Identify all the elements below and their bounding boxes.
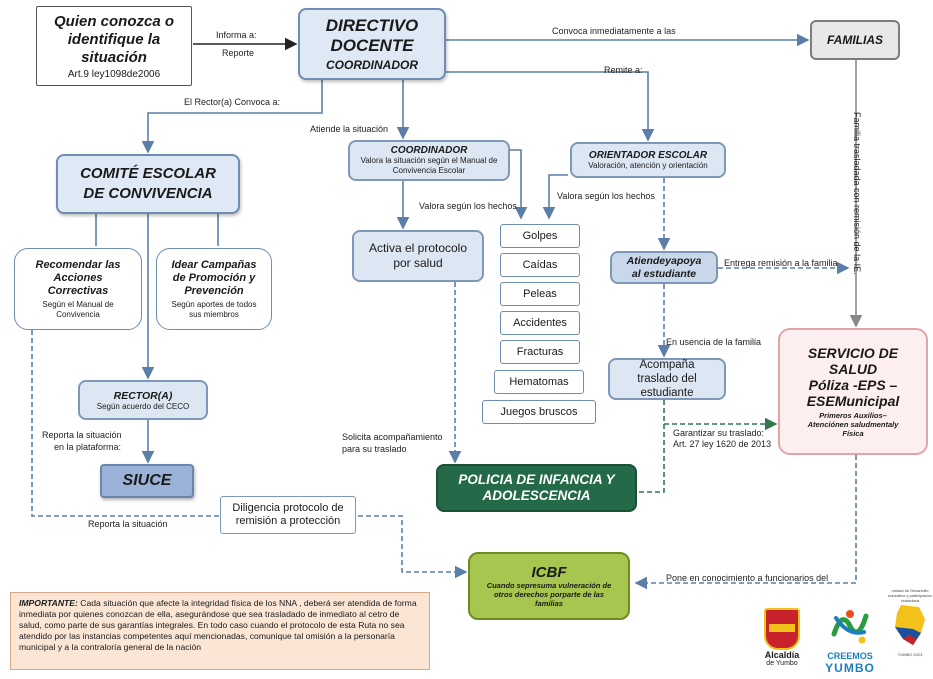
reporter-law: Art.9 ley1098de2006 [67, 68, 161, 80]
directivo-title: DIRECTIVO DOCENTE [325, 16, 419, 55]
hecho-label: Peleas [523, 288, 557, 300]
acompana-title: Acompaña traslado del estudiante [637, 359, 697, 399]
alcaldia-shield-icon [764, 608, 800, 650]
hecho-label: Hematomas [509, 376, 569, 388]
atiende-title: Atiendeyapoya al estudiante [626, 254, 702, 280]
salud-desc: Primeros Auxilios–Atenciónen saludmental… [807, 411, 899, 438]
hecho-item: Juegos bruscos [482, 400, 596, 424]
hecho-item: Caídas [500, 253, 580, 277]
familias-box: FAMILIAS [810, 20, 900, 60]
hecho-label: Juegos bruscos [500, 406, 578, 418]
alcaldia-text-1: Alcaldía [764, 650, 800, 660]
label-informa: Informa a: [216, 30, 257, 40]
orientador-desc: Valoración, atención y orientación [588, 161, 708, 170]
servicio-salud-box: SERVICIO DE SALUD Póliza -EPS – ESEMunic… [778, 328, 928, 455]
rector-desc: Según acuerdo del CECO [96, 401, 190, 411]
hecho-item: Peleas [500, 282, 580, 306]
hecho-item: Accidentes [500, 311, 580, 335]
label-reporta-plataforma-2: en la plataforma: [54, 442, 122, 452]
directivo-docente-box: DIRECTIVO DOCENTE COORDINADOR [298, 8, 446, 80]
idear-box: Idear Campañas de Promoción y Prevención… [156, 248, 272, 330]
important-text: IMPORTANTE: Cada situación que afecte la… [19, 598, 421, 653]
creemos-swirl-icon [831, 610, 869, 644]
label-pone: Pone en conocimiento a funcionarios del [666, 573, 829, 583]
educacion-logo: unidad de Desarrollo educativo y partici… [888, 588, 932, 676]
acompana-box: Acompaña traslado del estudiante [608, 358, 726, 400]
coordinador-desc: Valora la situación según el Manual de C… [360, 156, 498, 175]
orientador-title: ORIENTADOR ESCOLAR [588, 150, 708, 161]
label-rector-convoca: El Rector(a) Convoca a: [184, 97, 281, 107]
coordinador-box: COORDINADOR Valora la situación según el… [348, 140, 510, 181]
creemos-yumbo-logo: CREEMOS YUMBO [820, 606, 880, 675]
activa-protocolo-box: Activa el protocolo por salud [352, 230, 484, 282]
recomendar-box: Recomendar las Acciones Correctivas Segú… [14, 248, 142, 330]
coordinador-title: COORDINADOR [390, 145, 468, 156]
label-convoca-familias: Convoca inmediatamente a las [552, 26, 676, 36]
alcaldia-text-2: de Yumbo [766, 660, 798, 667]
siuce-box: SIUCE [100, 464, 194, 498]
salud-title: SERVICIO DE SALUD [807, 345, 899, 377]
salud-sub: Póliza -EPS – ESEMunicipal [806, 377, 900, 409]
important-body: Cada situación que afecte la integridad … [19, 598, 417, 652]
rector-box: RECTOR(A) Según acuerdo del CECO [78, 380, 208, 420]
icbf-desc: Cuando sepresuma vulneración de otros de… [486, 581, 612, 608]
hecho-label: Caídas [522, 259, 558, 271]
icbf-title: ICBF [531, 564, 567, 581]
edu-bottom: YUMBO 2023 [897, 652, 923, 657]
alcaldia-yumbo-logo: Alcaldía de Yumbo [758, 608, 806, 674]
label-solicita-1: Solicita acompañamiento [342, 432, 443, 442]
diligencia-title: Diligencia protocolo de remisión a prote… [232, 502, 344, 527]
important-note: IMPORTANTE: Cada situación que afecte la… [10, 592, 430, 670]
creemos-text-2: YUMBO [825, 661, 875, 675]
hecho-item: Fracturas [500, 340, 580, 364]
hecho-label: Golpes [522, 230, 558, 242]
hecho-item: Golpes [500, 224, 580, 248]
label-garantizar-1: Garantizar su traslado: [673, 428, 765, 438]
recomendar-title: Recomendar las Acciones Correctivas [35, 258, 121, 297]
atiende-apoya-box: Atiendeyapoya al estudiante [610, 251, 718, 284]
comite-title: COMITÉ ESCOLAR DE CONVIVENCIA [80, 165, 216, 202]
label-entrega: Entrega remisión a la familia [724, 258, 838, 268]
hecho-item: Hematomas [494, 370, 584, 394]
colombia-map-icon [895, 605, 925, 645]
label-reporte: Reporte [222, 48, 255, 58]
familias-title: FAMILIAS [827, 33, 883, 47]
siuce-title: SIUCE [122, 472, 172, 489]
label-solicita-2: para su traslado [342, 444, 407, 454]
label-remite: Remite a: [604, 65, 643, 75]
directivo-sub: COORDINADOR [326, 58, 418, 72]
idear-desc: Según aportes de todos sus miembros [171, 299, 257, 319]
activa-title: Activa el protocolo por salud [368, 241, 468, 270]
policia-title: POLICIA DE INFANCIA Y ADOLESCENCIA [458, 472, 615, 503]
policia-box: POLICIA DE INFANCIA Y ADOLESCENCIA [436, 464, 637, 512]
shield-band-icon [769, 624, 795, 632]
reporter-box: Quien conozca o identifique la situación… [36, 6, 192, 86]
label-familia-trasladada: Familia trasladada con remisión de la IE… [852, 112, 862, 275]
label-garantizar-2: Art. 27 ley 1620 de 2013 [673, 439, 772, 449]
edu-caption: unidad de Desarrollo educativo y partici… [888, 588, 932, 603]
idear-title: Idear Campañas de Promoción y Prevención [171, 258, 257, 297]
label-valora-1: Valora según los hechos [419, 201, 517, 211]
label-ausencia: En usencia de la familia [666, 337, 762, 347]
important-label: IMPORTANTE: [19, 598, 78, 608]
orientador-box: ORIENTADOR ESCOLAR Valoración, atención … [570, 142, 726, 178]
hecho-label: Fracturas [516, 346, 564, 358]
label-reporta-plataforma-1: Reporta la situación [42, 430, 122, 440]
diligencia-box: Diligencia protocolo de remisión a prote… [220, 496, 356, 534]
hecho-label: Accidentes [513, 317, 567, 329]
reporter-title: Quien conozca o identifique la situación [53, 12, 174, 66]
icbf-box: ICBF Cuando sepresuma vulneración de otr… [468, 552, 630, 620]
rector-title: RECTOR(A) [113, 389, 173, 402]
label-reporta-situacion: Reporta la situación [88, 519, 168, 529]
creemos-text-1: CREEMOS [827, 651, 873, 661]
label-atiende-situacion: Atiende la situación [310, 124, 389, 134]
label-valora-2: Valora según los hechos [557, 191, 655, 201]
comite-box: COMITÉ ESCOLAR DE CONVIVENCIA [56, 154, 240, 214]
recomendar-desc: Según el Manual de Convivencia [42, 299, 114, 319]
